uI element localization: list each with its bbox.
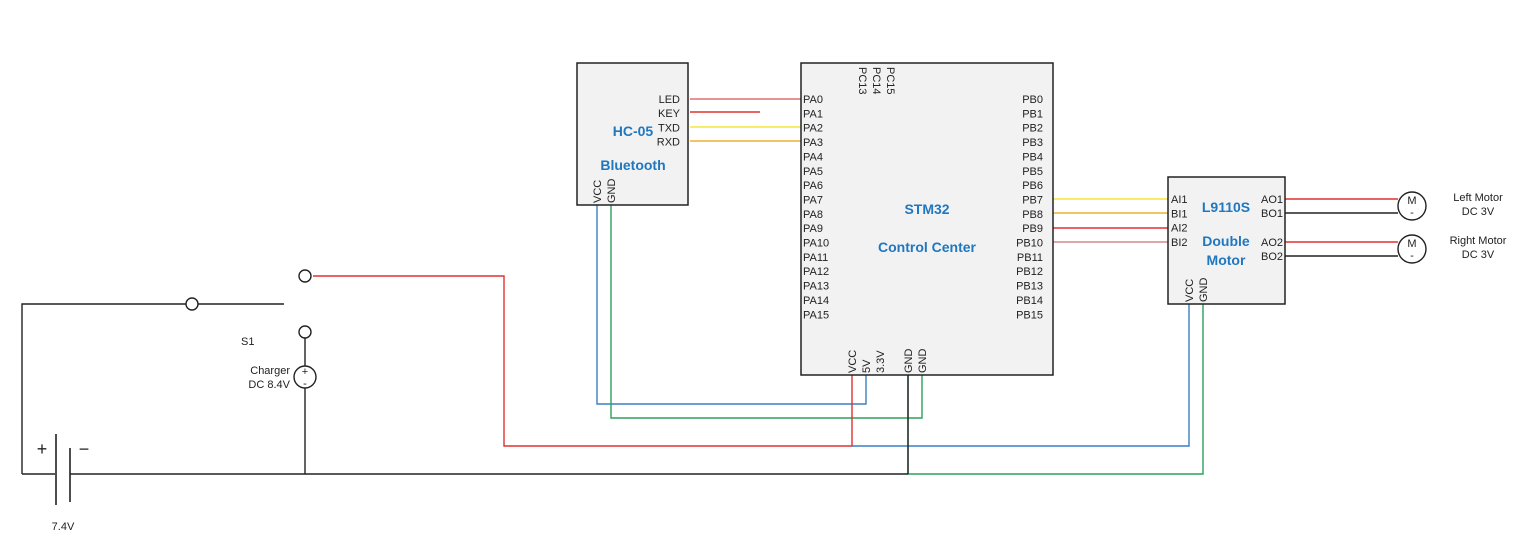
hc05-pin-key: KEY bbox=[658, 108, 681, 120]
hc05-title: HC-05 bbox=[613, 123, 654, 139]
stm32-pin-pb4: PB4 bbox=[1022, 151, 1043, 163]
stm32-pin-bottom-4: GND bbox=[917, 349, 929, 374]
stm32-title: STM32 bbox=[904, 201, 949, 217]
hc05-pin-txd: TXD bbox=[658, 122, 680, 134]
charger-source-icon bbox=[293, 365, 317, 389]
stm32-pin-pb1: PB1 bbox=[1022, 108, 1043, 120]
stm32-pin-bottom-0: VCC bbox=[847, 350, 859, 373]
stm32-pin-pa10: PA10 bbox=[803, 238, 829, 250]
stm32-pin-pa12: PA12 bbox=[803, 266, 829, 278]
motor-symbol: M bbox=[1407, 238, 1416, 250]
stm32-pin-pa2: PA2 bbox=[803, 123, 823, 135]
stm32-pin-pb6: PB6 bbox=[1022, 180, 1043, 192]
stm32-pin-bottom-1: 5V bbox=[861, 359, 873, 373]
stm32-pin-pa7: PA7 bbox=[803, 194, 823, 206]
wires bbox=[21, 98, 1398, 475]
driver-subtitle-2: Motor bbox=[1207, 252, 1246, 268]
driver-pin-bo1: BO1 bbox=[1261, 208, 1283, 220]
motor-polarity: - bbox=[1410, 250, 1414, 262]
motor-polarity: - bbox=[1410, 207, 1414, 219]
motor-icon bbox=[1397, 234, 1427, 264]
stm32-pin-pa14: PA14 bbox=[803, 295, 829, 307]
hc05-pin-led: LED bbox=[659, 94, 680, 106]
wire-hc05-gnd bbox=[610, 205, 923, 419]
stm32-pin-pa0: PA0 bbox=[803, 94, 823, 106]
charger-label-2: DC 8.4V bbox=[248, 379, 290, 391]
motor-symbol: M bbox=[1407, 195, 1416, 207]
wire-vcc-driver bbox=[852, 304, 1190, 447]
hc05-pin-vcc: VCC bbox=[592, 180, 604, 203]
stm32-pin-pa13: PA13 bbox=[803, 281, 829, 293]
motor-rating: DC 3V bbox=[1462, 249, 1495, 261]
stm32-pin-pc13: PC13 bbox=[856, 67, 868, 95]
stm32-pin-pa9: PA9 bbox=[803, 223, 823, 235]
stm32-board bbox=[800, 62, 1054, 376]
stm32-pin-pa1: PA1 bbox=[803, 108, 823, 120]
switch-terminal-common bbox=[185, 297, 199, 311]
stm32-pin-pb15: PB15 bbox=[1016, 309, 1043, 321]
hc05-pin-rxd: RXD bbox=[657, 137, 680, 149]
stm32-pin-pb5: PB5 bbox=[1022, 166, 1043, 178]
stm32-pin-pb9: PB9 bbox=[1022, 223, 1043, 235]
wire-hc05-vcc-5v bbox=[596, 205, 867, 405]
driver-pin-bi1: BI1 bbox=[1171, 208, 1188, 220]
driver-pin-bottom-gnd: GND bbox=[1198, 278, 1210, 303]
stm32-pin-pb13: PB13 bbox=[1016, 281, 1043, 293]
l9110s-driver bbox=[1167, 176, 1286, 305]
stm32-pin-pb11: PB11 bbox=[1017, 252, 1043, 264]
switch-terminal-top bbox=[298, 269, 312, 283]
charger-plus: + bbox=[302, 366, 308, 378]
driver-pin-ao2: AO2 bbox=[1261, 237, 1283, 249]
battery-voltage: 7.4V bbox=[52, 521, 75, 533]
stm32-pin-bottom-2: 3.3V bbox=[875, 350, 887, 373]
stm32-pin-pb10: PB10 bbox=[1016, 238, 1043, 250]
stm32-pin-pb2: PB2 bbox=[1022, 123, 1043, 135]
stm32-pin-bottom-3: GND bbox=[903, 349, 915, 374]
driver-pin-ao1: AO1 bbox=[1261, 194, 1283, 206]
switch-terminal-bottom bbox=[298, 325, 312, 339]
stm32-pin-pc14: PC14 bbox=[870, 67, 882, 95]
wire-left-loop bbox=[21, 303, 186, 474]
driver-pin-ai1: AI1 bbox=[1171, 194, 1188, 206]
wire-switch-vcc bbox=[313, 275, 853, 447]
stm32-pin-pa6: PA6 bbox=[803, 180, 823, 192]
hc05-subtitle: Bluetooth bbox=[600, 157, 665, 173]
stm32-pin-pa3: PA3 bbox=[803, 137, 823, 149]
hc05-pin-gnd: GND bbox=[606, 179, 618, 204]
switch-label: S1 bbox=[241, 336, 254, 348]
stm32-subtitle: Control Center bbox=[878, 239, 977, 255]
stm32-pin-pb7: PB7 bbox=[1022, 194, 1043, 206]
stm32-pin-pa8: PA8 bbox=[803, 209, 823, 221]
stm32-pin-pa11: PA11 bbox=[803, 252, 828, 264]
driver-pin-bi2: BI2 bbox=[1171, 237, 1188, 249]
stm32-pin-pa5: PA5 bbox=[803, 166, 823, 178]
motor-name: Left Motor bbox=[1453, 192, 1503, 204]
driver-pin-ai2: AI2 bbox=[1171, 223, 1188, 235]
driver-subtitle-1: Double bbox=[1202, 233, 1250, 249]
stm32-pin-pa4: PA4 bbox=[803, 151, 823, 163]
stm32-pin-pb0: PB0 bbox=[1022, 94, 1043, 106]
charger-minus: - bbox=[303, 378, 307, 390]
motor-icon bbox=[1397, 191, 1427, 221]
driver-pin-bo2: BO2 bbox=[1261, 251, 1283, 263]
stm32-pin-pc15: PC15 bbox=[884, 67, 896, 95]
stm32-pin-pa15: PA15 bbox=[803, 309, 829, 321]
charger-label-1: Charger bbox=[250, 365, 290, 377]
battery-plus: + bbox=[37, 439, 48, 459]
driver-title: L9110S bbox=[1202, 199, 1250, 215]
motor-rating: DC 3V bbox=[1462, 206, 1495, 218]
stm32-pin-pb14: PB14 bbox=[1016, 295, 1043, 307]
driver-pin-bottom-vcc: VCC bbox=[1184, 279, 1196, 302]
stm32-pin-pb3: PB3 bbox=[1022, 137, 1043, 149]
stm32-pin-pb12: PB12 bbox=[1016, 266, 1043, 278]
hc05-module bbox=[576, 62, 689, 206]
stm32-pin-pb8: PB8 bbox=[1022, 209, 1043, 221]
motor-name: Right Motor bbox=[1450, 235, 1507, 247]
battery-minus: − bbox=[79, 439, 90, 459]
